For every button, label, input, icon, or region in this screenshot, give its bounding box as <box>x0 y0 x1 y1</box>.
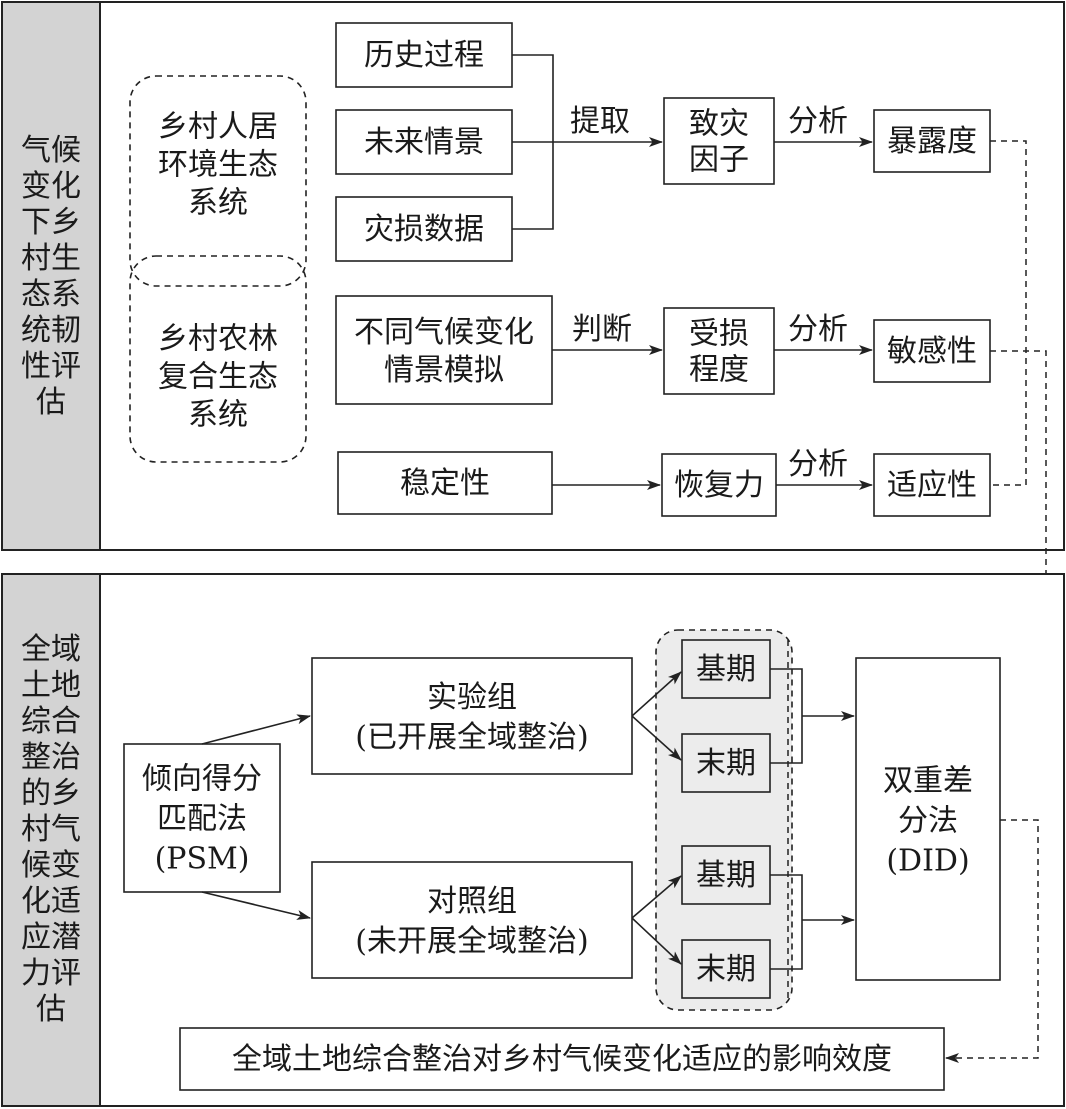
treatment-base-period-box <box>681 639 771 699</box>
ecosystem-agroforestry-outline <box>129 255 307 463</box>
did-box <box>855 657 1001 981</box>
top-section-title: 气候变化下乡村生态系统韧性评估 <box>21 133 81 420</box>
treatment-group-label: 实验组 <box>427 680 517 715</box>
psm-box <box>123 743 281 893</box>
ecosystem-human-settlement-outline <box>129 75 307 287</box>
control-group-note: (未开展全域整治) <box>355 924 588 959</box>
psm-label: 倾向得分匹配法(PSM) <box>142 762 262 877</box>
stability-box <box>337 451 553 515</box>
exposure-label: 暴露度 <box>887 124 977 159</box>
damage-degree-label: 受损程度 <box>689 317 749 388</box>
analysis-label-1: 分析 <box>788 104 848 139</box>
bottom-sidebar <box>1 573 101 1107</box>
input-loss-data-box <box>335 196 513 262</box>
recovery-label: 恢复力 <box>674 468 764 503</box>
treatment-group-box <box>311 657 633 775</box>
result-label: 全域土地综合整治对乡村气候变化适应的影响效度 <box>232 1042 892 1077</box>
exposure-box <box>873 109 991 173</box>
psm-to-treatment-arrow <box>201 714 311 745</box>
period-container <box>655 629 793 1011</box>
psm-to-control-arrow <box>201 891 311 920</box>
control-group-box <box>311 861 633 979</box>
stability-label: 稳定性 <box>400 466 490 501</box>
treatment-group-note: (已开展全域整治) <box>355 720 588 755</box>
resilience-connector <box>990 140 1027 486</box>
ecosystem-human-settlement-label: 乡村人居环境生态系统 <box>158 110 278 221</box>
treatment-base-period-label: 基期 <box>696 652 756 687</box>
adaptability-label: 适应性 <box>887 468 977 503</box>
input-future-label: 未来情景 <box>364 125 484 160</box>
control-group-label: 对照组 <box>427 884 517 919</box>
scenario-sim-box <box>335 295 553 405</box>
did-label: 双重差分法(DID) <box>883 764 973 879</box>
adaptability-box <box>873 453 991 517</box>
top-sidebar <box>1 1 101 551</box>
ecosystem-agroforestry-label: 乡村农林复合生态系统 <box>158 322 278 433</box>
sensitivity-label: 敏感性 <box>887 334 977 369</box>
input-future-box <box>335 109 513 175</box>
treatment-end-period-label: 末期 <box>696 746 756 781</box>
treatment-to-end-arrow <box>631 715 682 761</box>
did-to-result-connector <box>945 819 1039 1063</box>
control-to-end-arrow <box>631 917 682 965</box>
control-base-period-label: 基期 <box>696 858 756 893</box>
control-end-period-label: 末期 <box>696 952 756 987</box>
analysis-label-3: 分析 <box>788 447 848 482</box>
control-base-period-box <box>681 845 771 905</box>
judge-label: 判断 <box>572 312 632 347</box>
hazard-factor-label: 致灾因子 <box>689 107 749 178</box>
analysis-label-2: 分析 <box>788 312 848 347</box>
recovery-box <box>661 453 777 517</box>
input-history-label: 历史过程 <box>364 38 484 73</box>
bottom-section-title: 全域土地综合整治的乡村气候变化适应潜力评估 <box>21 632 81 1027</box>
hazard-factor-box <box>663 97 775 185</box>
treatment-to-base-arrow <box>631 671 682 717</box>
treatment-end-period-box <box>681 733 771 793</box>
control-period-bracket <box>770 874 803 970</box>
scenario-sim-label: 不同气候变化情景模拟 <box>354 315 534 388</box>
damage-degree-box <box>663 307 775 395</box>
input-loss-data-label: 灾损数据 <box>364 212 484 247</box>
extract-label: 提取 <box>570 104 630 139</box>
result-box <box>179 1027 945 1091</box>
input-history-box <box>335 22 513 88</box>
control-to-base-arrow <box>631 875 682 919</box>
